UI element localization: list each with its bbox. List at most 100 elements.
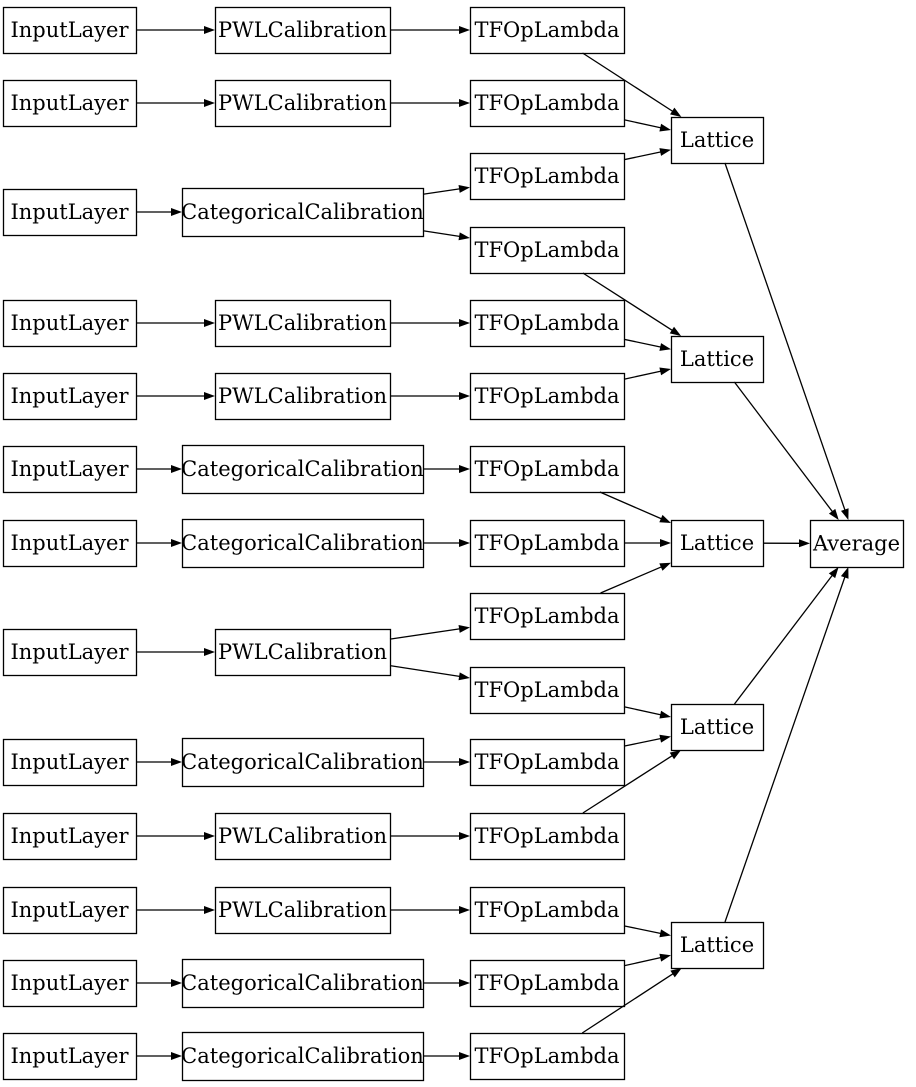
- edge-arrowhead-icon: [840, 567, 849, 579]
- edge-pwl_5-tf_9: [389, 624, 470, 640]
- node-label: Lattice: [680, 128, 754, 152]
- node-label: CategoricalCalibration: [181, 1044, 424, 1068]
- node-label: Lattice: [680, 715, 754, 739]
- node-pwl_6: PWLCalibration: [214, 812, 392, 861]
- node-box-tfoplambda: [469, 812, 626, 861]
- node-label: Lattice: [680, 347, 754, 371]
- edge-arrowhead-icon: [204, 392, 215, 400]
- node-lattice_2: Lattice: [670, 335, 765, 384]
- node-box-pwlcalibration: [214, 628, 392, 677]
- node-box-pwlcalibration: [214, 812, 392, 861]
- node-label: InputLayer: [10, 531, 129, 555]
- edge-cat_6-tf_15: [423, 1052, 470, 1060]
- edge-line: [623, 150, 663, 161]
- edge-cat_5-tf_14: [423, 979, 470, 987]
- edge-arrowhead-icon: [204, 832, 215, 840]
- edge-line: [422, 188, 462, 195]
- node-lattice_5: Lattice: [670, 921, 765, 970]
- edge-line: [623, 370, 663, 380]
- edge-cat_1-tf_4: [422, 230, 470, 241]
- edge-tf_12-lattice_4: [582, 750, 682, 814]
- edge-line: [389, 628, 462, 640]
- edge-arrowhead-icon: [670, 968, 682, 978]
- edge-pwl_4-tf_6: [390, 392, 470, 400]
- node-tf_4: TFOpLambda: [469, 226, 626, 275]
- node-tf_2: TFOpLambda: [469, 79, 626, 128]
- node-cat_1: CategoricalCalibration: [181, 187, 425, 238]
- edge-lattice_2-average: [733, 381, 839, 520]
- edge-input_10-pwl_6: [136, 832, 215, 840]
- node-box-tfoplambda: [469, 666, 626, 715]
- node-label: PWLCalibration: [218, 18, 387, 42]
- node-box-pwlcalibration: [214, 6, 392, 55]
- edge-arrowhead-icon: [459, 832, 470, 840]
- node-tf_13: TFOpLambda: [469, 886, 626, 935]
- node-label: TFOpLambda: [474, 18, 619, 42]
- node-label: InputLayer: [10, 640, 129, 664]
- node-pwl_3: PWLCalibration: [214, 299, 392, 348]
- node-tf_3: TFOpLambda: [469, 152, 626, 201]
- node-label: InputLayer: [10, 457, 129, 481]
- edge-arrowhead-icon: [459, 906, 470, 914]
- edge-arrowhead-icon: [660, 539, 671, 547]
- node-pwl_5: PWLCalibration: [214, 628, 392, 677]
- edge-arrowhead-icon: [659, 123, 671, 132]
- node-input_9: InputLayer: [2, 738, 138, 787]
- node-tf_10: TFOpLambda: [469, 666, 626, 715]
- node-tf_6: TFOpLambda: [469, 372, 626, 421]
- edge-tf_4-lattice_2: [582, 272, 682, 336]
- node-lattice_4: Lattice: [670, 703, 765, 752]
- node-cat_5: CategoricalCalibration: [181, 958, 425, 1009]
- node-label: Lattice: [680, 531, 754, 555]
- edge-arrowhead-icon: [204, 906, 215, 914]
- node-box-tfoplambda: [469, 445, 626, 494]
- edge-line: [422, 230, 462, 238]
- node-cat_6: CategoricalCalibration: [181, 1031, 425, 1082]
- edge-line: [582, 52, 675, 113]
- node-label: TFOpLambda: [474, 457, 619, 481]
- node-tf_12: TFOpLambda: [469, 812, 626, 861]
- node-box-inputlayer: [2, 812, 138, 861]
- node-label: CategoricalCalibration: [181, 971, 424, 995]
- edge-tf_9-lattice_3: [600, 562, 671, 594]
- node-label: InputLayer: [10, 200, 129, 224]
- node-box-pwlcalibration: [214, 886, 392, 935]
- node-tf_1: TFOpLambda: [469, 6, 626, 55]
- edge-tf_5-lattice_2: [623, 338, 671, 351]
- edge-line: [623, 737, 663, 747]
- node-box-tfoplambda: [469, 1032, 626, 1081]
- edge-arrowhead-icon: [459, 392, 470, 400]
- node-input_3: InputLayer: [2, 188, 138, 237]
- edge-tf_7-lattice_3: [599, 491, 671, 523]
- edge-lattice_3-average: [762, 539, 810, 548]
- edge-line: [581, 972, 675, 1034]
- edge-arrowhead-icon: [171, 979, 182, 987]
- node-input_2: InputLayer: [2, 79, 138, 128]
- edge-arrowhead-icon: [669, 750, 682, 760]
- node-label: PWLCalibration: [218, 824, 387, 848]
- node-box-tfoplambda: [469, 519, 626, 568]
- node-average: Average: [809, 519, 905, 569]
- node-label: InputLayer: [10, 384, 129, 408]
- edge-input_9-cat_4: [136, 758, 182, 766]
- node-box-tfoplambda: [469, 372, 626, 421]
- node-input_4: InputLayer: [2, 299, 138, 348]
- node-label: InputLayer: [10, 971, 129, 995]
- edge-arrowhead-icon: [458, 672, 470, 681]
- node-label: TFOpLambda: [474, 898, 619, 922]
- node-tf_15: TFOpLambda: [469, 1032, 626, 1081]
- node-tf_5: TFOpLambda: [469, 299, 626, 348]
- node-label: TFOpLambda: [474, 824, 619, 848]
- node-box-inputlayer: [2, 519, 138, 568]
- node-input_5: InputLayer: [2, 372, 138, 421]
- edge-pwl_7-tf_13: [390, 906, 470, 914]
- node-box-inputlayer: [2, 445, 138, 494]
- edge-line: [623, 706, 663, 716]
- edge-line: [623, 119, 663, 129]
- edge-line: [582, 272, 674, 332]
- node-label: InputLayer: [10, 18, 129, 42]
- node-box-inputlayer: [2, 738, 138, 787]
- edge-arrowhead-icon: [459, 979, 470, 987]
- node-label: InputLayer: [10, 750, 129, 774]
